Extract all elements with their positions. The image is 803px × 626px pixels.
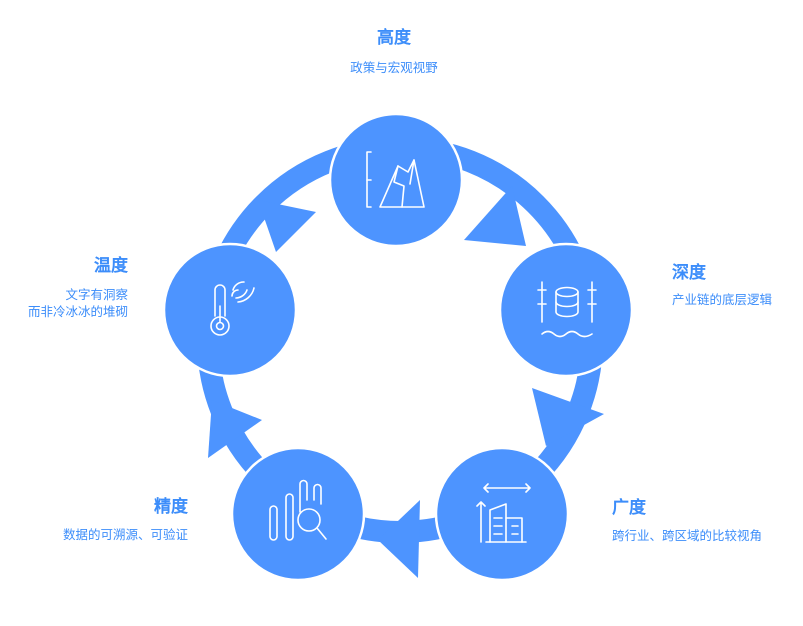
desc-warmth-line2: 而非冷冰冰的堆砌 xyxy=(27,304,128,319)
title-warmth: 温度 xyxy=(94,256,128,276)
node-warmth xyxy=(162,242,298,378)
node-depth xyxy=(498,242,634,378)
thermometer-icon xyxy=(210,281,255,336)
arrow-precision-to-warmth xyxy=(208,400,262,458)
label-breadth: 广度 跨行业、跨区域的比较视角 xyxy=(612,497,798,544)
title-depth: 深度 xyxy=(672,263,706,283)
label-depth: 深度 产业链的底层逻辑 xyxy=(672,262,800,308)
title-breadth: 广度 xyxy=(612,498,646,518)
desc-breadth: 跨行业、跨区域的比较视角 xyxy=(612,528,763,543)
title-precision: 精度 xyxy=(154,497,188,517)
buildings-icon xyxy=(476,483,531,543)
search-chart-icon xyxy=(269,479,327,541)
label-precision: 精度 数据的可溯源、可验证 xyxy=(20,496,188,543)
desc-height: 政策与宏观视野 xyxy=(350,60,438,75)
desc-warmth-line1: 文字有洞察 xyxy=(65,287,128,302)
label-height: 高度 政策与宏观视野 xyxy=(324,27,464,76)
title-height: 高度 xyxy=(377,28,411,48)
arrow-height-to-depth xyxy=(464,186,526,246)
desc-precision: 数据的可溯源、可验证 xyxy=(62,527,188,542)
label-warmth: 温度 文字有洞察 而非冷冰冰的堆砌 xyxy=(10,255,128,320)
node-height xyxy=(328,112,464,248)
arrow-warmth-to-height xyxy=(258,200,316,252)
database-icon xyxy=(537,281,597,338)
node-breadth xyxy=(434,446,570,582)
mountain-icon xyxy=(366,151,425,208)
desc-depth: 产业链的底层逻辑 xyxy=(672,292,773,307)
arrow-depth-to-breadth xyxy=(532,388,604,446)
arrow-breadth-to-precision xyxy=(378,500,420,578)
node-precision xyxy=(230,446,366,582)
